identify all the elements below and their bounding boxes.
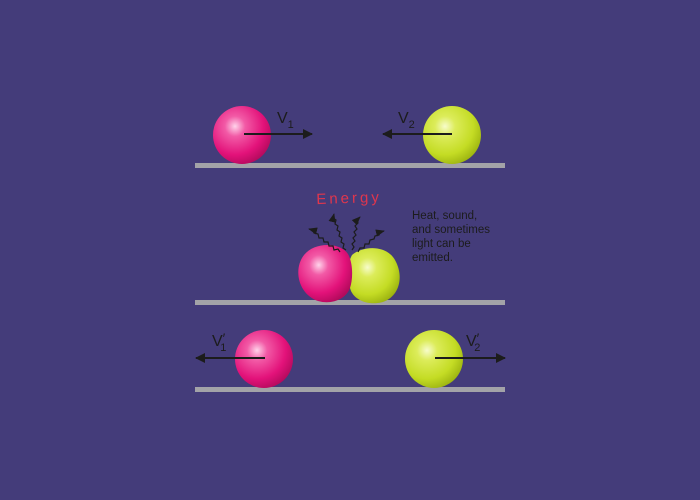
velocity-symbol: V [212, 333, 223, 350]
velocity-symbol: V [277, 110, 288, 127]
note-line: light can be [412, 238, 471, 250]
panel-collision: Energy Heat, sound, and sometimes light … [195, 189, 505, 305]
wave-arrow-2 [328, 213, 347, 251]
velocity-label-v1: V1 [277, 110, 294, 131]
panel-after-collision: V′1 V′2 [195, 330, 506, 392]
velocity-symbol: V [466, 333, 477, 350]
wave-arrow-1 [308, 227, 341, 253]
energy-wave-arrows [308, 213, 385, 253]
wave-arrow-3 [351, 216, 361, 251]
track-line [195, 387, 505, 392]
velocity-label-v2: V2 [398, 110, 415, 131]
velocity-label-v1-prime: V′1 [212, 330, 226, 354]
velocity-symbol: V [398, 110, 409, 127]
lime-ball [405, 330, 463, 388]
magenta-ball [213, 106, 271, 164]
velocity-subscript: 2 [474, 342, 480, 354]
note-line: Heat, sound, [412, 210, 477, 222]
note-line: emitted. [412, 252, 453, 264]
panel-before-collision: V1 V2 [195, 106, 505, 168]
lime-ball-squashed [347, 248, 400, 304]
velocity-subscript: 1 [288, 119, 294, 131]
track-line [195, 300, 505, 305]
velocity-prime: ′ [477, 330, 480, 346]
energy-label: Energy [316, 189, 382, 208]
note-line: and sometimes [412, 224, 490, 236]
velocity-subscript: 2 [409, 119, 415, 131]
velocity-subscript: 1 [220, 342, 226, 354]
track-line [195, 163, 505, 168]
velocity-prime: ′ [223, 330, 226, 346]
wave-arrow-4 [357, 229, 385, 253]
emission-note: Heat, sound, and sometimes light can be … [412, 210, 493, 264]
magenta-ball-squashed [298, 244, 353, 303]
velocity-label-v2-prime: V′2 [466, 330, 480, 354]
